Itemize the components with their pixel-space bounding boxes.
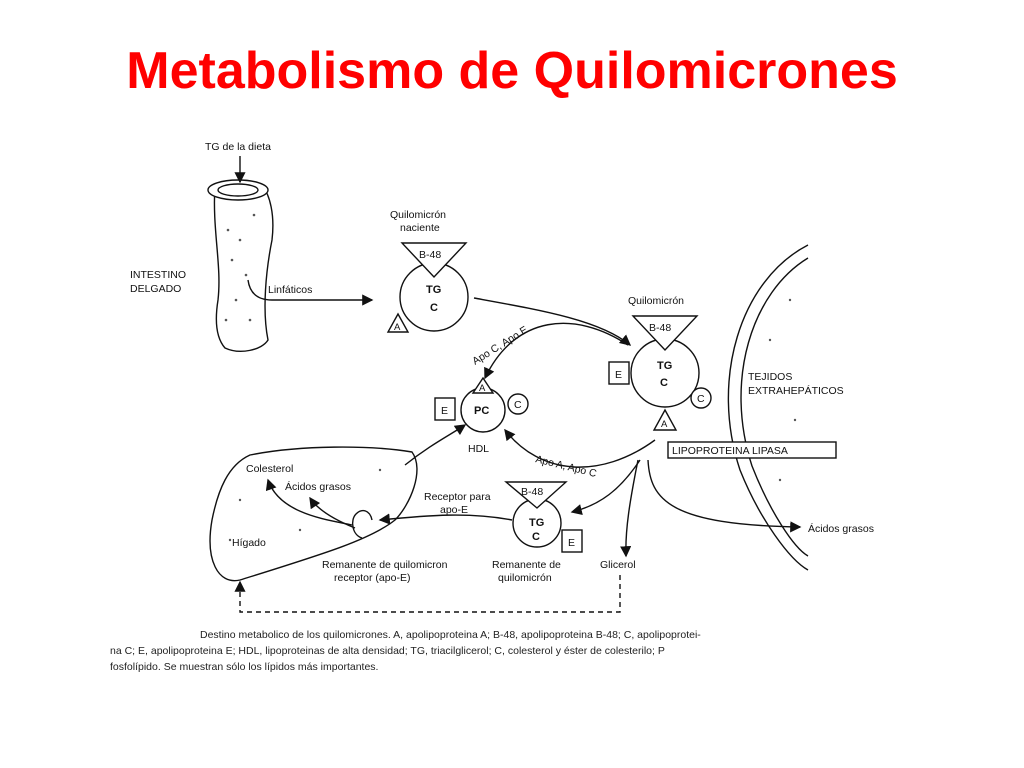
extrahepatic-tissue: TEJIDOS EXTRAHEPÁTICOS	[727, 244, 844, 571]
apo-e-label: E	[615, 369, 622, 381]
quilomicron-label: Quilomicrón	[628, 295, 684, 307]
intestine-illustration	[207, 179, 274, 352]
glicerol-label: Glicerol	[600, 559, 636, 571]
apo-a-label: A	[479, 383, 486, 394]
b48-label: B-48	[649, 322, 671, 334]
liver-fatty-acids-arrow	[309, 496, 356, 529]
intestino-label-2: DELGADO	[130, 283, 181, 295]
linfaticos-label: Linfáticos	[268, 284, 312, 296]
fatty-acids-arrow	[647, 459, 802, 533]
chylomicron-remnant: B-48 TG C E Remanente de quilomicrón	[492, 481, 583, 584]
colesterol-label: Colesterol	[246, 463, 293, 475]
dashed-return-arrow	[234, 575, 621, 613]
tg-label: TG	[529, 517, 544, 529]
tg-label: TG	[657, 360, 672, 372]
to-chylomicron-arrow	[473, 297, 632, 346]
hdl-label: HDL	[468, 443, 489, 455]
remanente-label-1: Remanente de	[492, 559, 561, 571]
remanente-receptor-label-2: receptor (apo-E)	[334, 572, 410, 584]
receptor-label-1: Receptor para	[424, 491, 491, 503]
apo-a-apo-c-label: Apo A, Apo C	[534, 453, 598, 480]
apo-c-label: C	[514, 399, 522, 411]
apo-a-c-arrow	[504, 428, 656, 468]
apo-c-label: C	[697, 393, 705, 405]
tg-label: TG	[426, 284, 441, 296]
acidos-grasos-label: Ácidos grasos	[808, 522, 874, 535]
lipoproteina-lipasa-label: LIPOPROTEINA LIPASA	[672, 445, 788, 457]
b48-label: B-48	[419, 249, 441, 261]
c-label: C	[532, 531, 540, 543]
glycerol-arrow	[620, 459, 639, 558]
mature-chylomicron: Quilomicrón B-48 TG C E C A	[608, 295, 712, 431]
hdl-particle: PC A E C HDL	[434, 376, 529, 455]
tejidos-label-2: EXTRAHEPÁTICOS	[748, 384, 844, 397]
tg-dieta-label: TG de la dieta	[205, 141, 271, 153]
apo-c-apo-e-label: Apo C, Apo E	[470, 324, 530, 368]
slide-title: Metabolismo de Quilomicrones	[126, 42, 898, 100]
higado-label: Hígado	[232, 537, 266, 549]
liver-illustration: Colesterol Ácidos grasos Hígado	[209, 446, 418, 582]
c-label: C	[430, 302, 438, 314]
caption-line-3: fosfolípido. Se muestran sólo los lípido…	[110, 661, 378, 673]
caption-line-1: Destino metabolico de los quilomicrones.…	[200, 629, 701, 641]
tejidos-label-1: TEJIDOS	[748, 371, 792, 383]
intestino-label-1: INTESTINO	[130, 269, 186, 281]
nascent-chylomicron: Quilomicrón naciente B-48 TG C A	[386, 209, 469, 333]
apo-a-label: A	[394, 322, 401, 333]
lymphatics-arrow	[247, 279, 374, 306]
receptor-shape	[351, 509, 373, 539]
to-remnant-arrow	[570, 459, 641, 516]
apo-e-label: E	[568, 537, 575, 549]
remnant-to-receptor-arrow	[378, 513, 513, 525]
receptor-label-2: apo-E	[440, 504, 468, 516]
apo-e-label: E	[441, 405, 448, 417]
caption-line-2: na C; E, apolipoproteina E; HDL, lipopro…	[110, 645, 665, 657]
quilomicron-naciente-label-2: naciente	[400, 222, 440, 234]
remanente-label-2: quilomicrón	[498, 572, 552, 584]
apo-a-label: A	[661, 419, 668, 430]
c-label: C	[660, 377, 668, 389]
apo-c-e-arrow	[484, 322, 629, 380]
pc-label: PC	[474, 405, 489, 417]
remanente-receptor-label-1: Remanente de quilomicron	[322, 559, 448, 571]
acidos-grasos-higado-label: Ácidos grasos	[285, 480, 351, 493]
lipoproteina-lipasa-box	[667, 441, 837, 459]
quilomicron-naciente-label-1: Quilomicrón	[390, 209, 446, 221]
liver-to-hdl-arrow	[404, 424, 467, 466]
b48-label: B-48	[521, 486, 543, 498]
